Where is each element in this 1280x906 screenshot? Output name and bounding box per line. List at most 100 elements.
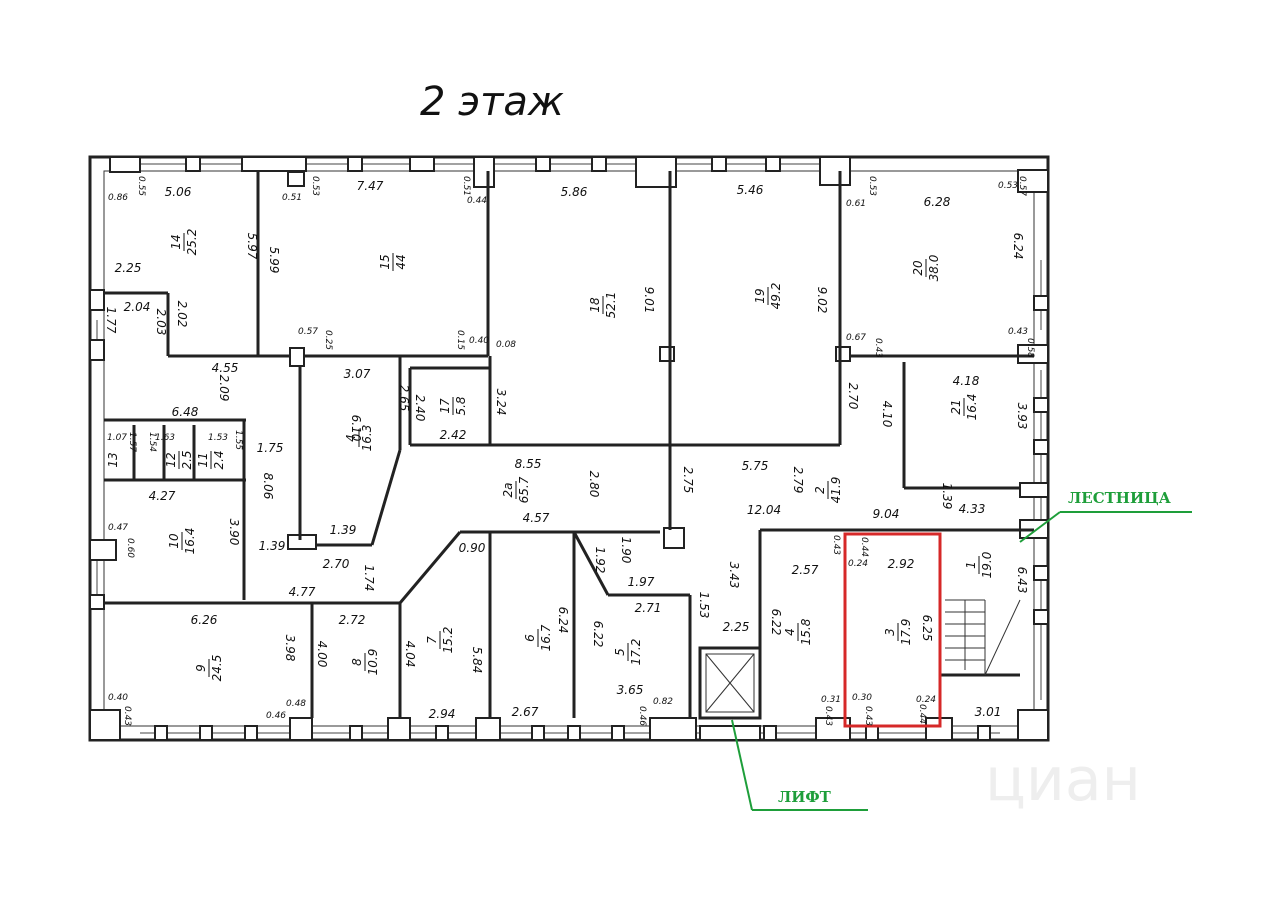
small-dimension-label: 0.60: [125, 538, 135, 558]
dimension-label: 5.99: [267, 247, 281, 274]
room-area: 38.0: [927, 254, 941, 281]
room-label: 13: [106, 452, 120, 467]
room-area: 19.0: [980, 551, 994, 578]
dimension-label: 2.92: [888, 557, 915, 571]
dimension-label: 1.92: [593, 547, 607, 574]
dimension-label: 2.80: [587, 471, 601, 498]
dimension-label: 4.57: [523, 511, 550, 525]
dimension-label: 6.24: [1011, 233, 1025, 260]
room-number: 8: [350, 658, 364, 666]
small-dimension-label: 0.82: [653, 697, 673, 707]
dimension-label: 2.94: [429, 707, 456, 721]
small-dimension-label: 0.61: [846, 199, 866, 209]
room-area: 65.7: [517, 476, 531, 503]
small-dimension-label: 0.58: [1025, 338, 1035, 358]
room-area: 41.9: [829, 477, 843, 504]
room-area: 17.9: [899, 619, 913, 646]
dimension-label: 2.70: [323, 557, 350, 571]
dimension-label: 4.10: [880, 401, 894, 428]
small-dimension-label: 0.48: [286, 699, 306, 709]
dimension-label: 1.39: [330, 523, 357, 537]
small-dimension-label: 0.44: [917, 704, 927, 724]
floor-title: 2 этаж: [420, 79, 564, 125]
dimension-label: 1.77: [104, 307, 118, 334]
room-area: 2.4: [212, 450, 226, 469]
dimension-label: 1.90: [619, 537, 633, 564]
dimension-label: 2.72: [339, 613, 366, 627]
dimension-label: 9.04: [873, 507, 900, 521]
small-dimension-label: 0.43: [823, 706, 833, 726]
room-number: 4: [344, 434, 358, 442]
dimension-label: 2.40: [413, 395, 427, 422]
small-dimension-label: 0.24: [916, 695, 936, 705]
room-area: 2.5: [180, 450, 194, 469]
small-dimension-label: 0.51: [282, 193, 302, 203]
room-number: 17: [438, 398, 452, 414]
dimension-label: 4.55: [212, 361, 239, 375]
small-dimension-label: 0.43: [863, 706, 873, 726]
dimension-label: 7.47: [357, 179, 384, 193]
small-dimension-label: 0.51: [461, 176, 471, 196]
interior-walls: [104, 171, 1034, 718]
staircase: [945, 599, 1021, 676]
small-dimension-label: 1.57: [127, 432, 137, 452]
small-dimension-label: 0.86: [108, 193, 128, 203]
dimension-label: 1.74: [362, 565, 376, 592]
small-dimension-label: 0.08: [496, 340, 516, 350]
room-number: 18: [588, 297, 602, 313]
dimension-label: 5.75: [742, 459, 769, 473]
room-area: 15.8: [799, 618, 813, 645]
dimension-label: 6.22: [769, 609, 783, 636]
stairs-callout-label: ЛЕСТНИЦА: [1068, 489, 1172, 507]
dimension-label: 1.39: [940, 483, 954, 510]
small-dimension-label: 0.40: [469, 336, 489, 346]
dimension-label: 5.84: [470, 647, 484, 674]
small-dimension-label: 0.25: [323, 330, 333, 350]
small-dimension-label: 0.53: [867, 176, 877, 196]
dimension-label: 2.79: [791, 467, 805, 494]
room-area: 16.3: [360, 425, 374, 452]
dimension-label: 1.53: [697, 592, 711, 619]
room-number: 10: [167, 533, 181, 549]
lift-callout: ЛИФТ: [731, 719, 868, 811]
room-number: 15: [378, 254, 392, 269]
dimension-label: 2.42: [440, 428, 467, 442]
dimension-label: 6.25: [920, 615, 934, 642]
small-dimension-label: 0.43: [1008, 327, 1028, 337]
dimension-label: 2.65: [397, 385, 411, 412]
dimension-label: 9.01: [642, 287, 656, 314]
dimension-label: 2.09: [217, 375, 231, 402]
small-dimension-label: 0.57: [298, 327, 318, 337]
small-dimension-label: 0.30: [852, 693, 872, 703]
dimension-label: 2.75: [681, 467, 695, 494]
small-dimension-label: 0.40: [108, 693, 128, 703]
dimension-label: 5.97: [245, 233, 259, 260]
dimension-label: 12.04: [747, 503, 781, 517]
small-dimension-label: 0.46: [266, 711, 286, 721]
dimension-label: 8.06: [261, 473, 275, 500]
dimension-label: 2.57: [792, 563, 819, 577]
small-dimension-label: 0.43: [122, 706, 132, 726]
dimension-label: 6.48: [172, 405, 199, 419]
room-number: 21: [949, 399, 963, 414]
small-dimension-label: 0.47: [108, 523, 128, 533]
room-number: 2: [813, 486, 827, 494]
room-number: 11: [196, 452, 210, 467]
highlighted-room[interactable]: [843, 532, 942, 728]
room-number: 12: [164, 452, 178, 467]
dimension-label: 1.39: [259, 539, 286, 553]
dimension-label: 3.01: [975, 705, 1002, 719]
dimension-label: 4.27: [149, 489, 176, 503]
room-area: 10.9: [366, 649, 380, 676]
